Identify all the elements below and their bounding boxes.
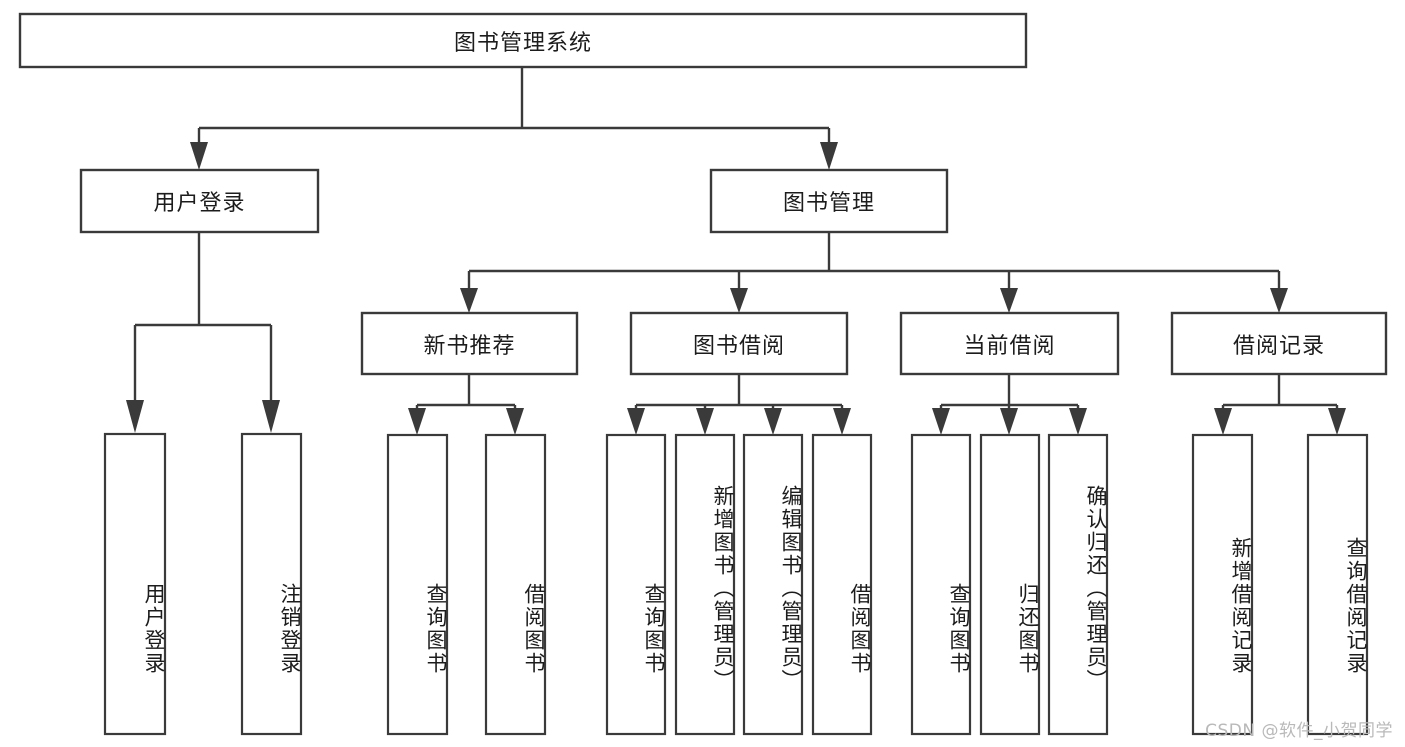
arrowhead-new-book-recommend [460,288,478,313]
node-box-book-manage[interactable] [709,168,949,234]
connectors-book-borrow-to-leaves [627,374,851,435]
node-box-leaf-edit-book[interactable] [742,433,804,736]
node-box-leaf-add-record[interactable] [1191,433,1254,736]
arrowhead-leaf-add-record [1214,408,1232,435]
node-box-leaf-borrow-book-2[interactable] [811,433,873,736]
node-box-leaf-query-book-2[interactable] [605,433,667,736]
node-box-leaf-query-book-1[interactable] [386,433,449,736]
watermark: CSDN @软件_小贺同学 [1205,721,1393,741]
connectors-new-book-to-leaves [408,374,524,435]
connectors-book-manage-to-level3 [460,232,1288,313]
arrowhead-leaf-borrow-book-2 [833,408,851,435]
arrowhead-borrow-record [1270,288,1288,313]
arrowhead-leaf-add-book [696,408,714,435]
arrowhead-book-borrow [730,288,748,313]
connectors-current-borrow-to-leaves [932,374,1087,435]
node-box-leaf-borrow-book-1[interactable] [484,433,547,736]
connectors-user-login-to-leaves [126,232,280,433]
node-box-leaf-user-logout[interactable] [240,432,303,736]
arrowhead-user-login [190,142,208,170]
node-box-current-borrow[interactable] [899,311,1120,376]
node-box-leaf-confirm-return[interactable] [1047,433,1109,736]
arrowhead-leaf-query-book-2 [627,408,645,435]
node-box-user-login[interactable] [79,168,320,234]
arrowhead-leaf-user-logout [262,400,280,433]
node-box-new-book-recommend[interactable] [360,311,579,376]
connectors-borrow-record-to-leaves [1214,374,1346,435]
node-box-leaf-user-login[interactable] [103,432,167,736]
node-box-leaf-query-record[interactable] [1306,433,1369,736]
arrowhead-current-borrow [1000,288,1018,313]
arrowhead-leaf-query-book-3 [932,408,950,435]
node-box-leaf-add-book[interactable] [674,433,736,736]
arrowhead-leaf-edit-book [764,408,782,435]
node-box-borrow-record[interactable] [1170,311,1388,376]
arrowhead-leaf-return-book [1000,408,1018,435]
arrowhead-leaf-query-record [1328,408,1346,435]
node-box-book-borrow[interactable] [629,311,849,376]
node-box-root[interactable] [18,12,1028,69]
node-box-leaf-query-book-3[interactable] [910,433,972,736]
connectors-root-to-level2 [190,67,838,170]
arrowhead-leaf-borrow-book-1 [506,408,524,435]
node-box-leaf-return-book[interactable] [979,433,1041,736]
arrowhead-leaf-user-login [126,400,144,433]
arrowhead-leaf-query-book-1 [408,408,426,435]
arrowhead-leaf-confirm-return [1069,408,1087,435]
arrowhead-book-manage [820,142,838,170]
